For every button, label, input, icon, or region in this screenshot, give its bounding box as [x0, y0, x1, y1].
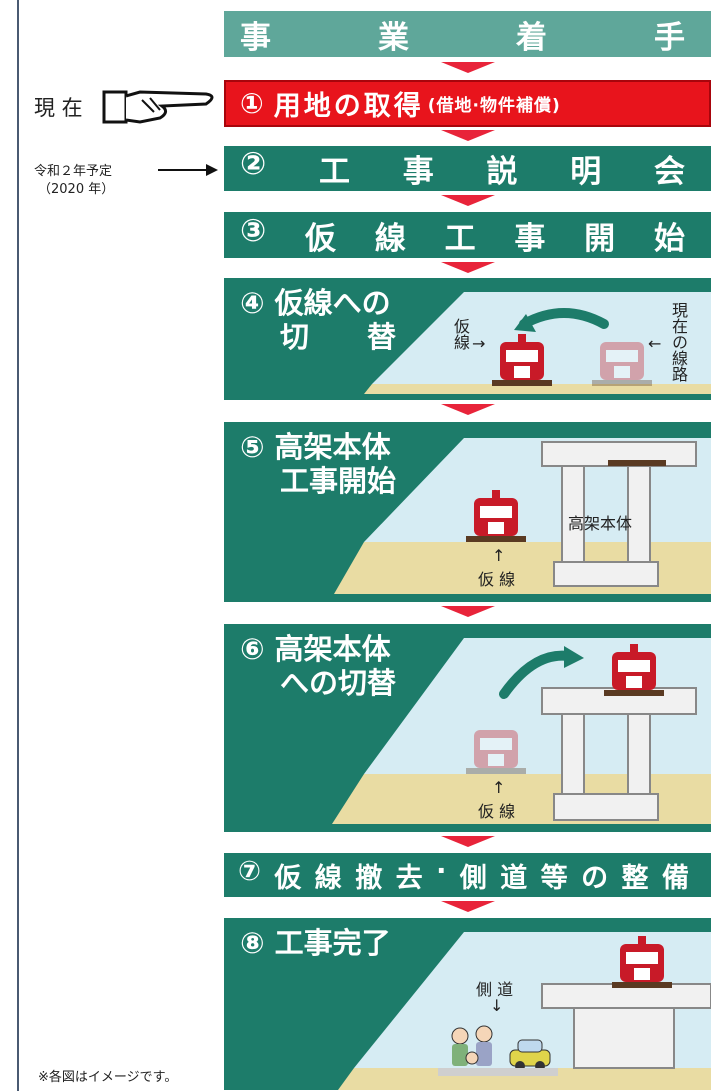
step6-panel: ⑥ 高架本体 への切替 ↑ 仮 線 [224, 624, 711, 832]
temp-line-label: 仮 線 [478, 570, 516, 589]
step7-char: 等 [540, 862, 568, 894]
step7-char: 撤 [355, 862, 383, 894]
step4-title-line: ④ 仮線への [240, 286, 391, 320]
step3-char: 仮 [305, 220, 337, 257]
step8-title-line: ⑧ 工事完了 [240, 926, 391, 960]
step7-char: 備 [661, 862, 689, 894]
step3-char: 線 [374, 220, 406, 257]
step2-char: ② [240, 146, 267, 182]
temp-line-label: 仮線 [451, 318, 470, 350]
flow-arrow [441, 404, 495, 415]
sky-area [372, 292, 711, 384]
step4-title-line: 切 替 [280, 320, 397, 354]
step5-title-line: ⑤ 高架本体 [240, 430, 391, 464]
step2-char: 説 [486, 154, 518, 190]
step2-bar: ② 工 事 説 明 会 [224, 146, 711, 191]
left-border-line [17, 0, 19, 1091]
step8-scene [338, 932, 711, 1090]
switch-arrow-curve [499, 650, 573, 699]
faded-train-icon [466, 730, 526, 774]
schedule-arrow-icon [158, 164, 218, 176]
up-arrow-label: ↑ [492, 546, 506, 565]
header-char: 業 [378, 19, 409, 56]
train-icon [492, 334, 552, 386]
step3-char: 始 [653, 220, 685, 257]
schedule-year: （2020 年） [38, 182, 115, 197]
step1-sub: (借地·物件補償) [427, 96, 561, 116]
step4-scene [364, 292, 711, 394]
step5-title-line: 工事開始 [280, 464, 397, 498]
pointing-hand-icon [102, 90, 214, 124]
faded-train-icon [592, 342, 652, 386]
footnote: ※各図はイメージです。 [38, 1070, 178, 1085]
schedule-label: 令和２年予定 [34, 164, 113, 179]
down-arrow-label: ↓ [490, 996, 504, 1015]
step2-char: 工 [319, 154, 350, 190]
flow-arrow [441, 606, 495, 617]
step8-panel: ⑧ 工事完了 側 道 ↓ [224, 918, 711, 1090]
up-arrow-label: ↑ [492, 778, 506, 797]
viaduct-label: 高架本体 [568, 514, 633, 533]
step4-title: ④ 仮線への 切 替 [240, 286, 396, 354]
step6-title-line: ⑥ 高架本体 [240, 632, 391, 666]
step7-char: · [436, 855, 447, 887]
side-road [438, 1068, 558, 1076]
header-char: 事 [240, 19, 271, 56]
train-icon [466, 490, 526, 542]
step3-char: 開 [584, 220, 616, 257]
flow-arrow [441, 195, 495, 206]
step6-scene [332, 638, 711, 824]
step2-char: 会 [654, 154, 685, 190]
step7-char: の [581, 862, 609, 894]
header-char: 着 [516, 19, 547, 56]
step1-bar: ① 用地の取得 (借地·物件補償) [224, 80, 711, 127]
step3-char: ③ [240, 212, 267, 249]
train-icon [604, 644, 664, 696]
switch-arrow-curve [519, 308, 609, 329]
step7-char: 整 [621, 862, 649, 894]
flow-arrow [441, 901, 495, 912]
step8-title: ⑧ 工事完了 [240, 926, 391, 960]
current-line-label: 現在の線路 [669, 302, 688, 382]
step7-char: 線 [314, 862, 342, 894]
flow-arrow [441, 836, 495, 847]
step6-title: ⑥ 高架本体 への切替 [240, 632, 396, 700]
left-arrow-label: ← [648, 334, 662, 353]
viaduct-icon [541, 983, 711, 1069]
temp-line-label: 仮 線 [478, 802, 516, 821]
step7-char: 仮 [274, 862, 302, 894]
flow-arrow [441, 262, 495, 273]
step2-char: 事 [402, 154, 434, 190]
step3-char: 事 [514, 220, 546, 257]
train-icon [612, 936, 672, 988]
step7-char: ⑦ [238, 855, 261, 887]
step4-panel: ④ 仮線への 切 替 仮線 → ← 現在の線路 [224, 278, 711, 400]
step6-title-line: への切替 [280, 666, 397, 700]
step5-panel: ⑤ 高架本体 工事開始 高架本体 ↑ 仮 線 [224, 422, 711, 602]
step5-scene [334, 438, 711, 594]
ground-area [338, 1068, 711, 1090]
step7-char: 側 [459, 862, 487, 894]
step1-main: 用地の取得 [273, 91, 424, 122]
current-label: 現 在 [34, 96, 83, 120]
step1-num: ① [240, 87, 264, 120]
side-road-label: 側 道 [476, 980, 514, 999]
flow-arrow [441, 62, 495, 73]
right-arrow-label: → [472, 334, 486, 353]
ground-area [364, 384, 711, 394]
step7-char: 道 [500, 862, 528, 894]
viaduct-icon [541, 441, 697, 587]
flow-arrow [441, 130, 495, 141]
switch-arrow-head [514, 314, 536, 332]
step7-bar: ⑦ 仮 線 撤 去 · 側 道 等 の 整 備 [224, 853, 711, 897]
step2-char: 明 [570, 154, 602, 190]
people-icon [451, 1025, 493, 1066]
step7-char: 去 [395, 862, 423, 894]
header-char: 手 [654, 19, 685, 56]
header-bar: 事 業 着 手 [224, 11, 711, 57]
step3-bar: ③ 仮 線 工 事 開 始 [224, 212, 711, 258]
step3-char: 工 [444, 220, 476, 257]
switch-arrow-head [564, 646, 584, 668]
step5-title: ⑤ 高架本体 工事開始 [240, 430, 396, 498]
